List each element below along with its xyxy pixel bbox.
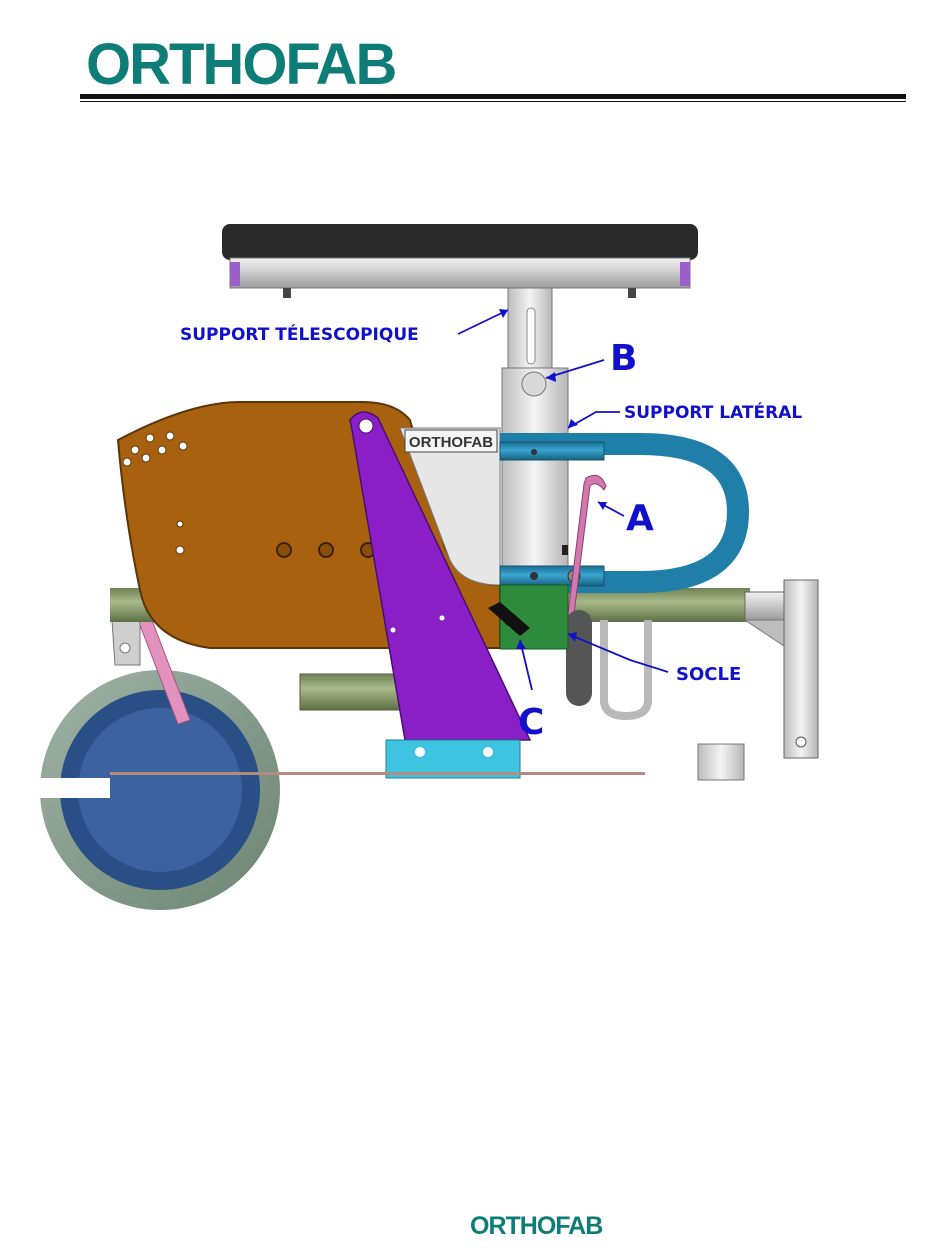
label-socle: SOCLE [676, 664, 741, 685]
socle-loop [604, 620, 648, 716]
armrest-pad [222, 224, 698, 260]
lateral-support [502, 368, 568, 584]
label-a: A [626, 498, 654, 539]
frame-post [784, 580, 818, 758]
lower-post-stub [698, 744, 744, 780]
label-support-lateral: SUPPORT LATÉRAL [624, 401, 802, 423]
left-bracket [112, 620, 140, 665]
frame-gusset [745, 620, 790, 650]
armrest-bar [230, 258, 690, 288]
footer-orthofab-logo: ORTHOFAB [470, 1214, 602, 1239]
wheel [0, 670, 280, 910]
knob-b [522, 372, 546, 396]
label-c: C [518, 702, 544, 743]
plate-logo: ORTHOFAB [409, 434, 493, 451]
label-b: B [610, 338, 637, 379]
socle-dark-tube [566, 610, 592, 706]
label-support-telescopique: SUPPORT TÉLESCOPIQUE [180, 323, 419, 345]
